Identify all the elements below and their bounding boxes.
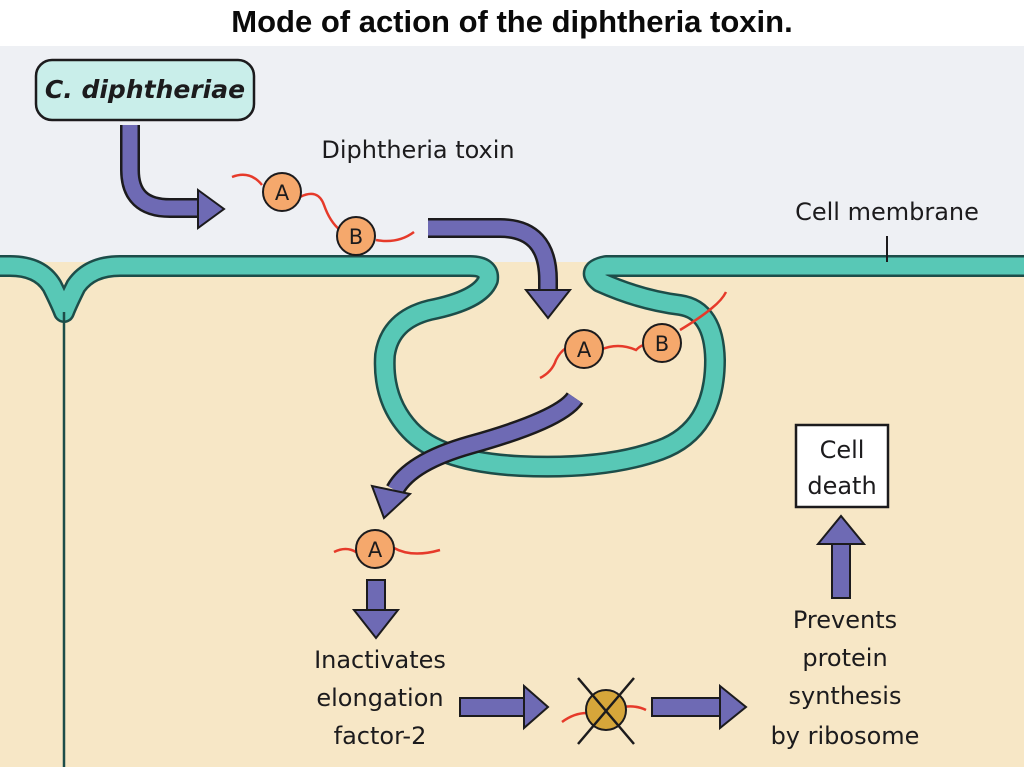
- prevents-line-1: Prevents: [793, 606, 897, 634]
- cell-death-arrow: [815, 514, 867, 599]
- prevents-line-3: synthesis: [789, 682, 902, 710]
- toxin-label: Diphtheria toxin: [321, 136, 514, 164]
- endocytosis-arrow: [428, 218, 573, 320]
- cell-death-line-1: Cell: [820, 436, 865, 464]
- ef2-arrow: [459, 683, 550, 731]
- cell-death-box: Cell death: [794, 423, 890, 509]
- toxin-subunit-b: [336, 216, 376, 256]
- subunit-a-label: A: [275, 181, 290, 205]
- prevents-line-2: protein: [802, 644, 887, 672]
- translocation-arrow: [370, 391, 584, 520]
- toxin-subunit-a: [262, 172, 302, 212]
- cell-membrane: [0, 255, 1024, 767]
- crossed-out-circle-icon: [561, 677, 647, 745]
- prevents-line-4: by ribosome: [771, 722, 920, 750]
- endosome-subunit-b-label: B: [655, 332, 669, 356]
- prevents-arrow: [651, 683, 748, 731]
- release-arrow: [120, 125, 226, 230]
- endosomal-toxin: A B: [539, 291, 728, 380]
- cytoplasm-subunit-a: [355, 529, 395, 569]
- inactivates-line-1: Inactivates: [314, 646, 446, 674]
- inactivates-line-2: elongation: [316, 684, 443, 712]
- cytoplasm-region: [0, 262, 1024, 767]
- diagram-title: Mode of action of the diphtheria toxin.: [231, 4, 793, 39]
- cell-membrane-label: Cell membrane: [795, 198, 979, 226]
- prevents-text: Prevents protein synthesis by ribosome: [771, 606, 920, 750]
- subunit-b-label: B: [349, 225, 363, 249]
- cytoplasm-subunit-a-label: A: [368, 538, 383, 562]
- organism-box: C. diphtheriae: [34, 58, 256, 122]
- cell-death-line-2: death: [807, 472, 876, 500]
- endosome-subunit-a: [564, 329, 604, 369]
- endosome-subunit-a-label: A: [577, 338, 592, 362]
- inactivation-arrow: [351, 579, 401, 640]
- endosome-subunit-b: [642, 323, 682, 363]
- free-toxin: A B: [231, 172, 415, 256]
- cytoplasmic-toxin-a: A: [333, 529, 441, 569]
- inactivates-text: Inactivates elongation factor-2: [314, 646, 446, 750]
- organism-label: C. diphtheriae: [45, 75, 245, 104]
- inactivates-line-3: factor-2: [334, 722, 427, 750]
